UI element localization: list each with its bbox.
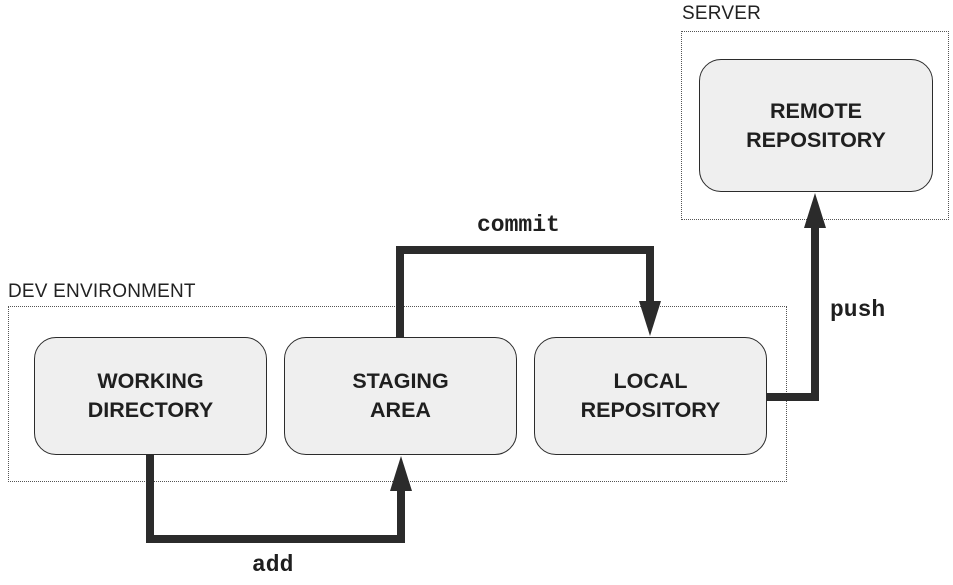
local-repository-label-line2: REPOSITORY <box>580 398 721 422</box>
staging-area-label-line2: AREA <box>370 398 431 422</box>
push-label: push <box>830 297 886 323</box>
commit-arrow-line <box>396 246 654 337</box>
working-directory-label-line1: WORKING <box>97 369 204 393</box>
dev-environment-container-label: DEV ENVIRONMENT <box>8 281 196 302</box>
commit-label: commit <box>477 212 560 238</box>
push-arrow-line <box>767 226 819 401</box>
remote-repository-node: REMOTE REPOSITORY <box>699 59 933 192</box>
local-repository-label-line1: LOCAL <box>613 369 688 393</box>
commit-arrow <box>396 246 661 337</box>
server-container-label: SERVER <box>682 3 761 24</box>
add-label: add <box>252 552 294 578</box>
staging-area-label-line1: STAGING <box>352 369 449 393</box>
add-arrowhead <box>390 456 412 491</box>
push-arrowhead <box>804 193 826 228</box>
remote-repository-label-line2: REPOSITORY <box>746 127 886 152</box>
push-arrow <box>767 193 826 401</box>
local-repository-node: LOCAL REPOSITORY <box>534 337 767 455</box>
working-directory-label-line2: DIRECTORY <box>87 398 214 422</box>
add-arrow-line <box>146 455 405 543</box>
add-arrow <box>146 455 412 543</box>
commit-arrowhead <box>639 301 661 336</box>
working-directory-node: WORKING DIRECTORY <box>34 337 267 455</box>
staging-area-node: STAGING AREA <box>284 337 517 455</box>
remote-repository-label-line1: REMOTE <box>770 98 862 123</box>
